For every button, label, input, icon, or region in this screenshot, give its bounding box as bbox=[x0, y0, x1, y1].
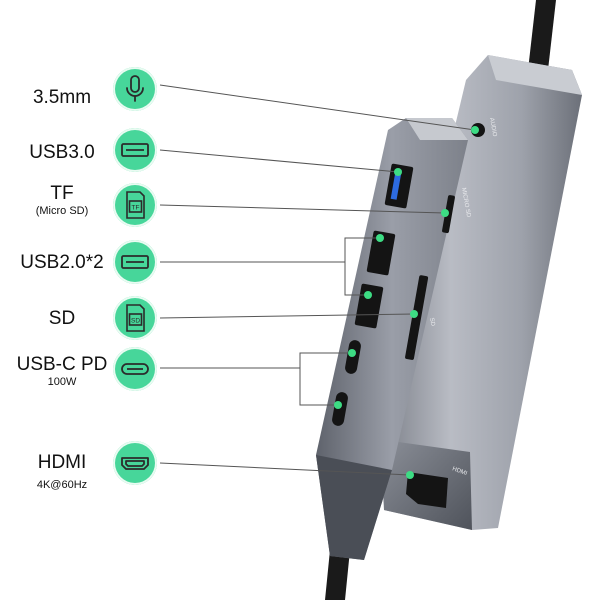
hub-body-front bbox=[316, 118, 468, 560]
usb-c-port-1 bbox=[345, 340, 361, 374]
usb-port-icon bbox=[113, 240, 157, 284]
leader-audio bbox=[159, 84, 476, 131]
leader-usbc bbox=[160, 352, 352, 369]
label-hdmi-sub: 4K@60Hz bbox=[36, 479, 88, 491]
usb-c-port-icon bbox=[113, 347, 157, 391]
tf-card-icon: TF bbox=[113, 183, 157, 227]
usb-port-icon bbox=[113, 128, 157, 172]
leader-tf bbox=[159, 204, 446, 214]
leader-usb2 bbox=[160, 237, 380, 263]
marking-sd: SD bbox=[428, 317, 435, 327]
label-usbc-sub: 100W bbox=[47, 376, 77, 388]
label-usbc-main: USB-C PD bbox=[16, 354, 108, 375]
label-usb3-main: USB3.0 bbox=[29, 142, 95, 163]
hdmi-port-icon bbox=[113, 441, 157, 485]
usb2-port-1 bbox=[366, 230, 396, 276]
marking-audio: AUDIO bbox=[488, 117, 497, 137]
marking-hdmi: HDMI bbox=[451, 466, 468, 477]
label-tf: TF (Micro SD) bbox=[22, 184, 102, 217]
hdmi-port bbox=[406, 472, 448, 508]
label-usb2-main: USB2.0*2 bbox=[20, 252, 104, 273]
label-usb3: USB3.0 bbox=[22, 143, 102, 162]
label-tf-sub: (Micro SD) bbox=[35, 205, 89, 217]
label-sd-main: SD bbox=[48, 308, 76, 329]
leader-sd bbox=[159, 313, 415, 319]
sd-card-icon-text: SD bbox=[131, 318, 140, 325]
label-audio: 3.5mm bbox=[28, 88, 96, 107]
usb-c-port-2 bbox=[332, 392, 348, 426]
label-hdmi-main: HDMI bbox=[37, 452, 87, 473]
sd-slot bbox=[405, 275, 429, 360]
label-sd: SD bbox=[42, 309, 82, 328]
label-tf-main: TF bbox=[50, 183, 74, 204]
label-audio-main: 3.5mm bbox=[32, 87, 92, 108]
leader-usb3 bbox=[159, 149, 399, 173]
tf-card-icon-text: TF bbox=[132, 205, 140, 212]
label-hdmi: HDMI 4K@60Hz bbox=[22, 453, 102, 491]
hub-body-back bbox=[380, 55, 582, 530]
marking-microsd: MICRO SD bbox=[460, 187, 471, 218]
cable-top bbox=[528, 0, 556, 70]
sd-card-icon: SD bbox=[113, 296, 157, 340]
leader-hdmi bbox=[159, 462, 411, 476]
label-usb2: USB2.0*2 bbox=[14, 253, 110, 272]
microphone-icon bbox=[113, 67, 157, 111]
label-usbc: USB-C PD 100W bbox=[14, 355, 110, 388]
